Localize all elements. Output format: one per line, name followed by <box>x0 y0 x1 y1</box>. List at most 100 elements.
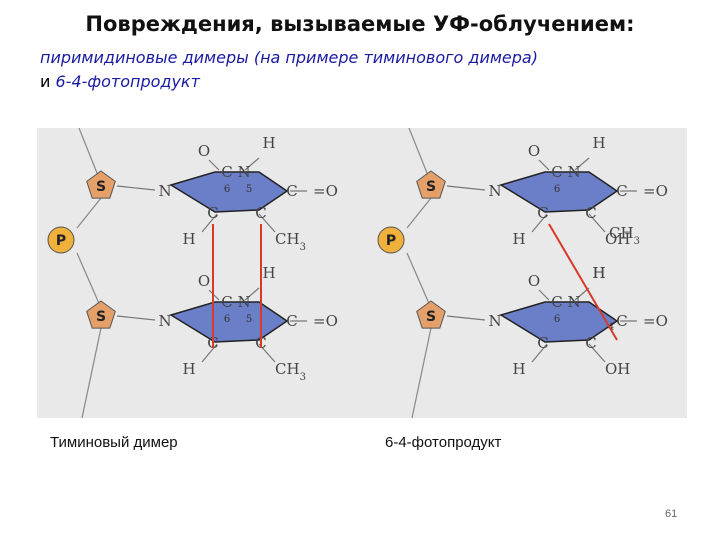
phosphate-right <box>377 226 405 254</box>
unit-right-bottom-atom-c-right: C <box>616 312 627 330</box>
unit-right-top-atom-n-top: N <box>567 163 580 181</box>
unit-right-top-bond-sugar-n <box>446 185 486 191</box>
diagram-panel: PPOHCNNC=OCC65HCH3SOHCNNC=OCC65HCH3SOHCN… <box>37 128 687 418</box>
unit-left-top-bond-o-top <box>208 159 220 171</box>
unit-left-bottom-ring-num-5: 5 <box>246 314 252 325</box>
photoproduct-bond <box>548 223 618 341</box>
unit-left-bottom-sugar-shape <box>86 300 116 329</box>
backbone-left-seg2 <box>76 197 102 229</box>
unit-right-bottom-ring-num-4: 4 <box>608 322 614 333</box>
unit-right-top-atom-n-left: N <box>488 182 501 200</box>
unit-right-bottom-atom-oh: OH <box>605 360 630 378</box>
unit-right-bottom-atom-h-bottom: H <box>512 360 525 378</box>
unit-right-top-atom-o: O <box>528 142 540 160</box>
unit-right-top-ring-num-6: 6 <box>554 184 560 195</box>
unit-left-top-bond-sugar-n <box>116 185 156 191</box>
unit-left-top-pyrimidine-ring <box>169 171 289 213</box>
unit-left-top-atom-c-top: C <box>221 163 232 181</box>
page-number: 61 <box>665 508 678 520</box>
unit-left-bottom-bond-h-top <box>244 287 260 301</box>
unit-right-bottom-atom-n-top: N <box>567 293 580 311</box>
unit-left-top-bond-h-top <box>244 157 260 171</box>
unit-left-top-atom-o: O <box>198 142 210 160</box>
unit-left-top-atom-eq-o: =O <box>313 182 338 200</box>
subtitle-line2-prefix: и <box>40 72 51 91</box>
unit-left-top-bond-ch3 <box>258 213 276 233</box>
unit-right-top-atom-c-right: C <box>616 182 627 200</box>
unit-right-top-atom-c5: C <box>537 204 548 222</box>
dimer-diagram: PPOHCNNC=OCC65HCH3SOHCNNC=OCC65HCH3SOHCN… <box>47 128 668 418</box>
unit-left-bottom-bond-sugar-n <box>116 315 156 321</box>
subtitle-line2: и 6-4-фотопродукт <box>40 70 710 94</box>
unit-left-bottom-atom-eq-o: =O <box>313 312 338 330</box>
unit-left-top-atom-ch3: CH3 <box>275 230 306 253</box>
unit-left-top-ring-num-5: 5 <box>246 184 252 195</box>
phosphate-label-left: P <box>56 233 66 249</box>
unit-right-bottom-ring-num-6: 6 <box>554 314 560 325</box>
unit-right-bottom-bond-sugar-n <box>446 315 486 321</box>
unit-right-bottom-atom-c5: C <box>537 334 548 352</box>
unit-right-top-bond-o-top <box>538 159 550 171</box>
unit-left-top-atom-h-n: H <box>262 134 275 152</box>
unit-right-top-atom-eq-o: =O <box>643 182 668 200</box>
unit-right-bottom-atom-h-n: H <box>592 264 605 282</box>
unit-left-top-atom-h-bottom: H <box>182 230 195 248</box>
unit-right-bottom-atom-eq-o: =O <box>643 312 668 330</box>
unit-right-top-bond-h-bottom <box>531 213 548 233</box>
subtitle-line2-italic: 6-4-фотопродукт <box>55 72 200 91</box>
unit-right-bottom-pyrimidine-ring <box>499 301 619 343</box>
unit-right-top-atom-oh: OH <box>605 230 630 248</box>
unit-right-bottom-atom-c-top: C <box>551 293 562 311</box>
unit-left-bottom-sugar-label: S <box>96 309 106 325</box>
right-bottom-extra-h: H <box>592 264 605 282</box>
phosphate-label-right: P <box>386 233 396 249</box>
backbone-right-seg4 <box>411 327 432 418</box>
unit-left-bottom-ring-num-6: 6 <box>224 314 230 325</box>
unit-left-bottom-pyrimidine-ring <box>169 301 289 343</box>
backbone-left-seg4 <box>81 327 102 418</box>
unit-left-bottom-atom-ch3: CH3 <box>275 360 306 383</box>
unit-left-top-sugar-shape <box>86 170 116 199</box>
unit-left-bottom-atom-n-top: N <box>237 293 250 311</box>
unit-right-bottom-bond-h-bottom <box>531 343 548 363</box>
unit-right-top-bond-h-top <box>574 157 590 171</box>
unit-left-top-atom-c6: C <box>255 204 266 222</box>
unit-left-bottom-atom-o: O <box>198 272 210 290</box>
unit-right-top-atom-h-n: H <box>592 134 605 152</box>
unit-left-bottom-atom-n-left: N <box>158 312 171 330</box>
unit-right-bottom-atom-o: O <box>528 272 540 290</box>
backbone-left-seg3 <box>76 252 102 309</box>
unit-left-top-atom-c5: C <box>207 204 218 222</box>
unit-left-bottom-atom-h-bottom: H <box>182 360 195 378</box>
unit-right-bottom-bond-o-top <box>538 289 550 301</box>
unit-right-bottom-sugar-label: S <box>426 309 436 325</box>
unit-right-top-atom-c-top: C <box>551 163 562 181</box>
unit-right-top-sugar-label: S <box>426 179 436 195</box>
unit-right-top-bond-ch3 <box>588 213 606 233</box>
caption-6-4-photoproduct: 6-4-фотопродукт <box>385 434 502 451</box>
slide-subtitle: пиримидиновые димеры (на примере тиминов… <box>40 46 710 94</box>
unit-left-top-atom-n-left: N <box>158 182 171 200</box>
unit-right-top-sugar-shape <box>416 170 446 199</box>
unit-left-top-sugar-label: S <box>96 179 106 195</box>
unit-right-top-atom-c6: C <box>585 204 596 222</box>
backbone-right-seg3 <box>406 252 432 309</box>
unit-right-bottom-atom-n-left: N <box>488 312 501 330</box>
right-top-extra-ch3: CH3 <box>609 224 640 247</box>
phosphate-left <box>47 226 75 254</box>
unit-left-bottom-atom-h-n: H <box>262 264 275 282</box>
backbone-right-seg2 <box>406 197 432 229</box>
unit-left-top-atom-c-right: C <box>286 182 297 200</box>
unit-left-bottom-atom-c-top: C <box>221 293 232 311</box>
slide-title: Повреждения, вызываемые УФ-облучением: <box>85 12 635 36</box>
unit-right-bottom-bond-ch3 <box>588 343 606 363</box>
subtitle-line1: пиримидиновые димеры (на примере тиминов… <box>40 48 538 67</box>
unit-right-bottom-atom-c6: C <box>585 334 596 352</box>
unit-left-top-ring-num-6: 6 <box>224 184 230 195</box>
unit-left-top-atom-n-top: N <box>237 163 250 181</box>
unit-right-top-atom-h-bottom: H <box>512 230 525 248</box>
unit-left-top-bond-h-bottom <box>201 213 218 233</box>
caption-thymine-dimer: Тиминовый димер <box>50 434 178 451</box>
unit-left-bottom-atom-c-right: C <box>286 312 297 330</box>
unit-right-top-pyrimidine-ring <box>499 171 619 213</box>
